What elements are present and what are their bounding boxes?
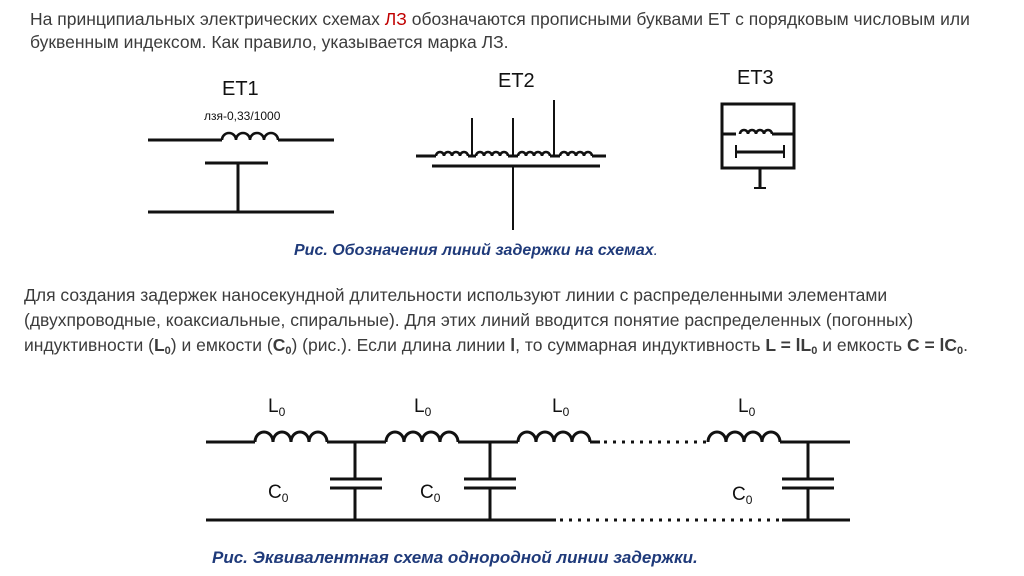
L0-symbol: L xyxy=(153,335,165,355)
body-text-3: ) (рис.). Если длина линии xyxy=(291,335,511,355)
inductance-equation-sub: 0 xyxy=(811,345,818,357)
et2-inductor-1 xyxy=(434,150,470,158)
capacitance-equation: C = lC xyxy=(906,335,958,355)
et2-inductor-2 xyxy=(474,150,510,158)
body-text-4: , то суммарная индуктивность xyxy=(515,335,766,355)
body-text-end: . xyxy=(963,335,969,355)
intro-text-1: На принципиальных электрических схемах xyxy=(30,9,385,29)
capacitor-label-1: C0 xyxy=(268,482,289,505)
inductor-label-3-sub: 0 xyxy=(562,405,570,419)
capacitance-equation-sub: 0 xyxy=(957,345,964,357)
intro-paragraph: На принципиальных электрических схемах Л… xyxy=(30,8,990,54)
et2-label: ЕТ2 xyxy=(498,70,535,92)
capacitor-label-2: C0 xyxy=(420,482,441,505)
figure1-caption-dot: . xyxy=(653,242,659,259)
et3-inductor xyxy=(738,128,774,136)
C0-symbol: C xyxy=(272,335,286,355)
intro-text-2: обозначаются прописными буквами ЕТ с пор… xyxy=(30,9,970,52)
inductor-4 xyxy=(706,430,782,444)
inductor-3 xyxy=(516,430,592,444)
inductance-equation: L = lL xyxy=(765,335,812,355)
et3-label: ЕТ3 xyxy=(737,67,774,89)
et3-symbol: ЕТ3 xyxy=(720,67,796,189)
inductor-2 xyxy=(384,430,460,444)
figure1-caption-text: Рис. Обозначения линий задержки на схема… xyxy=(294,242,654,259)
L0-subscript: 0 xyxy=(164,345,171,357)
body-text-2: ) и емкости ( xyxy=(170,335,273,355)
capacitor-label-3-sub: 0 xyxy=(745,493,753,507)
et2-inductor-4 xyxy=(558,150,594,158)
intro-highlight: ЛЗ xyxy=(384,9,407,29)
et1-mark: лзя-0,33/1000 xyxy=(204,109,281,123)
inductor-label-1: L0 xyxy=(268,396,286,419)
capacitor-label-2-sub: 0 xyxy=(433,491,441,505)
inductor-label-3: L0 xyxy=(552,396,570,419)
capacitor-label-1-sub: 0 xyxy=(281,491,289,505)
C0-subscript: 0 xyxy=(285,345,292,357)
figure1-caption: Рис. Обозначения линий задержки на схема… xyxy=(294,242,658,260)
et1-label: ЕТ1 xyxy=(222,78,259,100)
figure2-caption: Рис. Эквивалентная схема однородной лини… xyxy=(212,548,698,567)
inductor-label-2: L0 xyxy=(414,396,432,419)
et1-inductor xyxy=(220,131,280,142)
et1-symbol: ЕТ1 лзя-0,33/1000 xyxy=(148,78,334,214)
length-symbol: l xyxy=(510,335,516,355)
body-paragraph: Для создания задержек наносекундной длит… xyxy=(24,283,1004,364)
inductor-label-1-sub: 0 xyxy=(278,405,286,419)
capacitor-label-3: C0 xyxy=(732,484,753,507)
inductor-1 xyxy=(253,430,329,444)
et2-symbol: ЕТ2 xyxy=(416,70,606,230)
et2-inductor-3 xyxy=(516,150,552,158)
inductor-label-4-sub: 0 xyxy=(748,405,756,419)
equivalent-circuit xyxy=(206,430,850,522)
body-text-5: и емкость xyxy=(817,335,907,355)
body-text-1: Для создания задержек наносекундной длит… xyxy=(24,285,914,355)
inductor-label-4: L0 xyxy=(738,396,756,419)
inductor-label-2-sub: 0 xyxy=(424,405,432,419)
